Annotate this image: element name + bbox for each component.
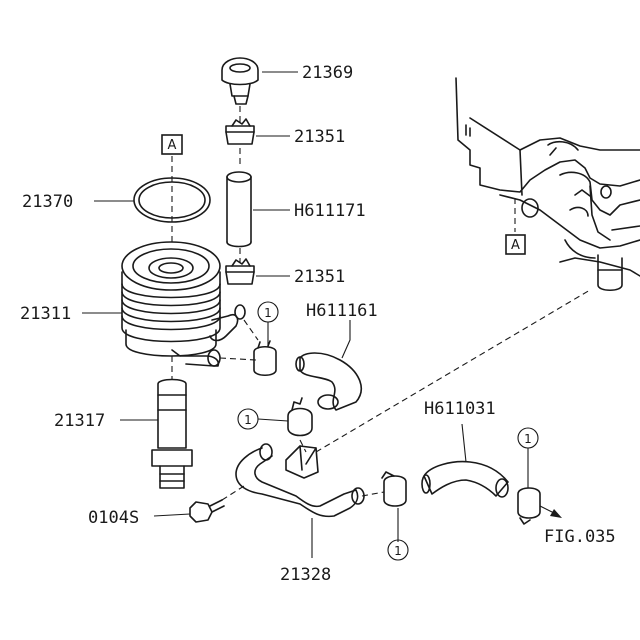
clamp-1-a bbox=[253, 340, 277, 377]
label-h611171: H611171 bbox=[294, 201, 366, 221]
hose-h611171 bbox=[226, 171, 290, 248]
clamp-1-b bbox=[287, 397, 313, 437]
stud-bolt-21317 bbox=[120, 378, 193, 489]
callout-1-c-text: 1 bbox=[394, 544, 402, 558]
oring-21370 bbox=[94, 177, 211, 223]
engine-block-outline: A bbox=[455, 77, 640, 292]
bolt-0104s bbox=[153, 499, 225, 523]
ref-box-a-engine: A bbox=[511, 238, 520, 253]
clamp-1-d bbox=[517, 487, 541, 525]
ref-box-a bbox=[161, 134, 183, 155]
callout-1-b-text: 1 bbox=[244, 413, 252, 427]
label-21369: 21369 bbox=[302, 63, 353, 83]
clamp-21351-mid bbox=[225, 258, 290, 285]
label-h611161: H611161 bbox=[306, 301, 378, 321]
clamp-21351-top bbox=[225, 118, 290, 145]
fig-ref: FIG.035 bbox=[544, 527, 616, 547]
ref-box-a-label: A bbox=[168, 138, 177, 153]
label-0104s: 0104S bbox=[88, 508, 139, 528]
clamp-1-c bbox=[381, 471, 407, 507]
callout-1-d-text: 1 bbox=[524, 432, 532, 446]
pipe-21328 bbox=[235, 443, 365, 558]
plug-21369 bbox=[221, 57, 298, 105]
label-21351-mid: 21351 bbox=[294, 267, 345, 287]
label-21370: 21370 bbox=[22, 192, 73, 212]
hose-h611161 bbox=[295, 320, 362, 411]
callout-1-c bbox=[387, 539, 409, 561]
callout-1-a-text: 1 bbox=[264, 306, 272, 320]
label-21311: 21311 bbox=[20, 304, 71, 324]
label-h611031: H611031 bbox=[424, 399, 496, 419]
hose-h611031 bbox=[421, 423, 509, 498]
label-21317: 21317 bbox=[54, 411, 105, 431]
arrow-icon bbox=[550, 509, 562, 518]
oil-cooler-21311 bbox=[82, 241, 246, 367]
label-21351-top: 21351 bbox=[294, 127, 345, 147]
label-21328: 21328 bbox=[280, 565, 331, 585]
